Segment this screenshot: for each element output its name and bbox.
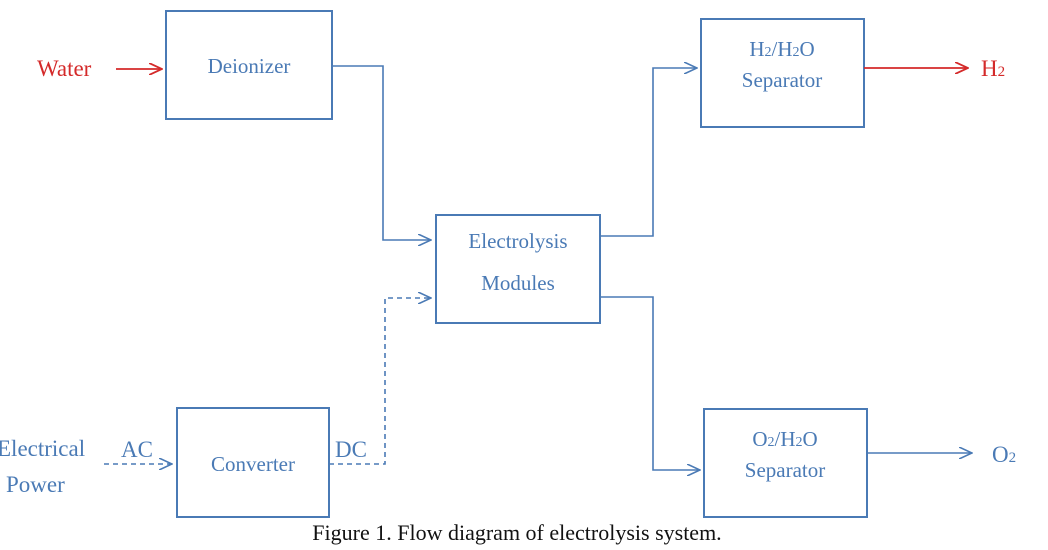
electrical-power-label-line2: Power xyxy=(6,472,65,497)
electrolysis-to-h2-separator-line xyxy=(600,68,697,237)
ac-label: AC xyxy=(121,437,153,462)
h2-separator-box xyxy=(700,18,865,128)
o2-separator-label-line1: O2/H2O xyxy=(752,427,817,451)
dc-power-dashed-line xyxy=(329,298,431,465)
electrolysis-to-o2-separator-line xyxy=(600,296,700,470)
o2-separator-label-line2: Separator xyxy=(745,458,825,482)
electrolysis-modules-box xyxy=(435,214,601,324)
o2-output-label: O2 xyxy=(992,442,1016,467)
electrolysis-label-line2: Modules xyxy=(481,271,555,295)
figure-caption: Figure 1. Flow diagram of electrolysis s… xyxy=(312,520,721,545)
deionizer-label: Deionizer xyxy=(208,54,291,78)
o2-separator-box xyxy=(703,408,868,518)
h2-output-label: H2 xyxy=(981,56,1005,81)
converter-label: Converter xyxy=(211,452,295,476)
deionizer-box xyxy=(165,10,333,120)
dc-label: DC xyxy=(335,437,367,462)
electrolysis-label-line1: Electrolysis xyxy=(468,229,567,253)
deionizer-to-electrolysis-line xyxy=(332,65,431,240)
h2-separator-label-line1: H2/H2O xyxy=(749,37,814,61)
water-label: Water xyxy=(37,56,92,81)
h2-separator-label-line2: Separator xyxy=(742,68,822,92)
electrical-power-label-line1: Electrical xyxy=(0,436,85,461)
converter-box xyxy=(176,407,330,518)
